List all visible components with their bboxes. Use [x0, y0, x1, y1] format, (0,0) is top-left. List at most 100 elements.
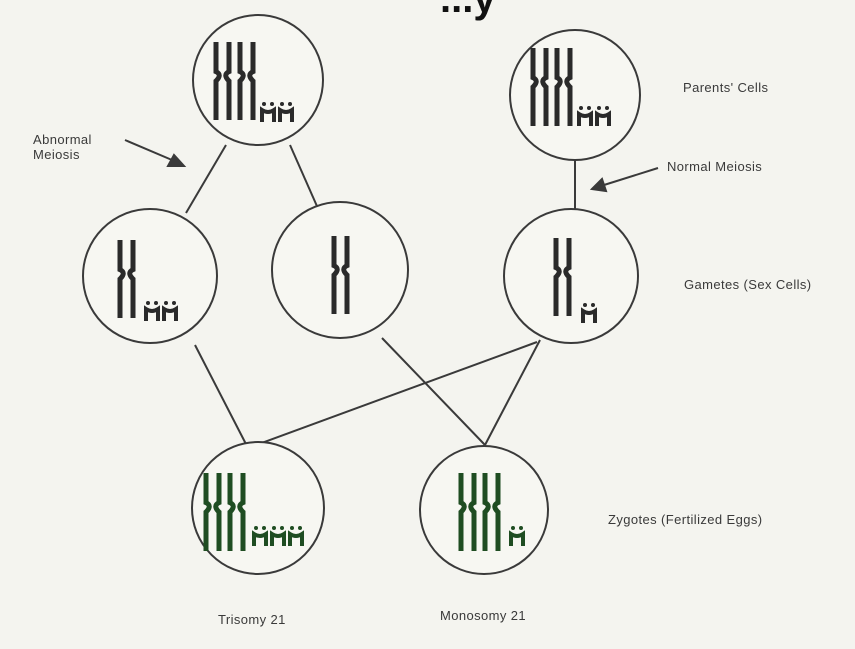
- parent-cell-right-chromosome-21-1: [577, 106, 593, 126]
- zygote-trisomy-cell-chromosome-21-2-satellite-a: [272, 526, 276, 530]
- parent-cell-left-chromosome-21-1-body: [260, 106, 276, 122]
- label-parents-cells: Parents' Cells: [683, 80, 769, 95]
- parent-cell-right-large-chromosome-2-chromatid-a: [554, 48, 563, 126]
- label-normal-meiosis: Normal Meiosis: [667, 159, 763, 174]
- parent-cell-left-chromosome-21-1-satellite-a: [262, 102, 266, 106]
- cropped-heading: ...y: [440, 0, 496, 21]
- zygote-monosomy-cell: [419, 445, 549, 575]
- gamete-cell-1-large-chromosome-1: [117, 240, 136, 318]
- zygote-monosomy-cell-large-chromosome-2-chromatid-a: [482, 473, 491, 551]
- parent-cell-right-chromosome-21-1-satellite-a: [579, 106, 583, 110]
- zygote-trisomy-cell-large-chromosome-2: [227, 473, 246, 551]
- gamete-cell-1-chromosome-21-1-satellite-a: [146, 301, 150, 305]
- arrow-head-normal: [589, 177, 608, 193]
- label-gametes: Gametes (Sex Cells): [684, 277, 812, 292]
- line-gamete-3-to-monosomy: [484, 339, 541, 446]
- gamete-cell-2: [271, 201, 409, 339]
- cells: [82, 14, 641, 575]
- gamete-cell-1-chromosome-21-1-satellite-b: [154, 301, 158, 305]
- zygote-monosomy-cell-chromosome-21-1-satellite-b: [519, 526, 523, 530]
- zygote-monosomy-cell-large-chromosome-1-chromatid-a: [458, 473, 467, 551]
- line-gamete-3-to-trisomy: [247, 341, 538, 449]
- parent-cell-right-chromosome-21-2: [595, 106, 611, 126]
- label-trisomy: Trisomy 21: [218, 612, 286, 627]
- parent-cell-right-chromosome-21-1-satellite-b: [587, 106, 591, 110]
- zygote-trisomy-cell-chromosome-21-1: [252, 526, 268, 546]
- gamete-cell-1-chromosome-21-2-satellite-b: [172, 301, 176, 305]
- parent-cell-left-chromosome-21-2-body: [278, 106, 294, 122]
- zygote-trisomy-cell-large-chromosome-2-chromatid-b: [237, 473, 246, 551]
- parent-cell-left-chromosome-21-1: [260, 102, 276, 122]
- zygote-trisomy-cell-chromosome-21-2-satellite-b: [280, 526, 284, 530]
- parent-cell-left-chromosome-21-2-satellite-b: [288, 102, 292, 106]
- parent-cell-left-large-chromosome-1: [213, 42, 232, 120]
- zygote-trisomy-cell-chromosome-21-2: [270, 526, 286, 546]
- parent-cell-right: [509, 29, 641, 161]
- gamete-cell-3-chromosome-21-1-satellite-a: [583, 303, 587, 307]
- zygote-monosomy-cell-large-chromosome-1: [458, 473, 477, 551]
- parent-cell-left-large-chromosome-1-chromatid-a: [213, 42, 222, 120]
- gamete-cell-3-chromosome-21-1-satellite-b: [591, 303, 595, 307]
- gamete-cell-2-large-chromosome-1-chromatid-b: [341, 236, 350, 314]
- parent-cell-right-large-chromosome-2-chromatid-b: [564, 48, 573, 126]
- parent-cell-right-large-chromosome-1-chromatid-a: [530, 48, 539, 126]
- zygote-trisomy-cell-large-chromosome-1: [203, 473, 222, 551]
- arrow-abnormal-meiosis: [124, 139, 173, 161]
- parent-cell-left-chromosome-21-2-satellite-a: [280, 102, 284, 106]
- gamete-cell-3-large-chromosome-1: [553, 238, 572, 316]
- zygote-trisomy-cell-large-chromosome-2-chromatid-a: [227, 473, 236, 551]
- parent-cell-left-membrane: [192, 14, 324, 146]
- label-monosomy: Monosomy 21: [440, 608, 527, 623]
- gamete-cell-1-chromosome-21-2: [162, 301, 178, 321]
- arrow-head-abnormal: [166, 153, 187, 167]
- parent-cell-left-chromosome-21-2: [278, 102, 294, 122]
- gamete-cell-3-chromosome-21-1-body: [581, 307, 597, 323]
- label-zygotes: Zygotes (Fertilized Eggs): [608, 512, 763, 527]
- gamete-cell-1: [82, 208, 218, 344]
- zygote-trisomy-cell-large-chromosome-1-chromatid-b: [213, 473, 222, 551]
- zygote-trisomy-cell-chromosome-21-3-satellite-a: [290, 526, 294, 530]
- label-abnormal-line2: Meiosis: [33, 147, 80, 162]
- zygote-monosomy-cell-chromosome-21-1: [509, 526, 525, 546]
- line-gamete-1-to-trisomy: [194, 344, 249, 449]
- connector-lines: [185, 144, 576, 449]
- gamete-cell-2-large-chromosome-1: [331, 236, 350, 314]
- gamete-cell-3-large-chromosome-1-chromatid-b: [563, 238, 572, 316]
- arrow-normal-meiosis: [603, 167, 659, 186]
- zygote-trisomy-cell-membrane: [191, 441, 325, 575]
- parent-cell-right-chromosome-21-2-body: [595, 110, 611, 126]
- gamete-cell-1-large-chromosome-1-chromatid-a: [117, 240, 126, 318]
- gamete-cell-1-large-chromosome-1-chromatid-b: [127, 240, 136, 318]
- zygote-monosomy-cell-large-chromosome-2: [482, 473, 501, 551]
- parent-cell-right-large-chromosome-1: [530, 48, 549, 126]
- zygote-monosomy-cell-large-chromosome-1-chromatid-b: [468, 473, 477, 551]
- zygote-trisomy-cell: [191, 441, 325, 575]
- line-parent-left-to-gamete-1: [185, 144, 227, 214]
- parent-cell-left-large-chromosome-2-chromatid-b: [247, 42, 256, 120]
- zygote-monosomy-cell-chromosome-21-1-body: [509, 530, 525, 546]
- zygote-trisomy-cell-chromosome-21-1-body: [252, 530, 268, 546]
- parent-cell-left-chromosome-21-1-satellite-b: [270, 102, 274, 106]
- gamete-cell-1-membrane: [82, 208, 218, 344]
- zygote-trisomy-cell-chromosome-21-3: [288, 526, 304, 546]
- label-abnormal: Abnormal Meiosis: [33, 132, 92, 162]
- parent-cell-left: [192, 14, 324, 146]
- parent-cell-right-chromosome-21-2-satellite-a: [597, 106, 601, 110]
- line-parent-left-to-gamete-2: [289, 144, 321, 214]
- label-abnormal-line1: Abnormal: [33, 132, 92, 147]
- parent-cell-left-large-chromosome-2-chromatid-a: [237, 42, 246, 120]
- zygote-trisomy-cell-large-chromosome-1-chromatid-a: [203, 473, 212, 551]
- gamete-cell-1-chromosome-21-2-body: [162, 305, 178, 321]
- gamete-cell-1-chromosome-21-1: [144, 301, 160, 321]
- gamete-cell-2-large-chromosome-1-chromatid-a: [331, 236, 340, 314]
- zygote-trisomy-cell-chromosome-21-1-satellite-a: [254, 526, 258, 530]
- gamete-cell-1-chromosome-21-2-satellite-a: [164, 301, 168, 305]
- zygote-trisomy-cell-chromosome-21-2-body: [270, 530, 286, 546]
- gamete-cell-3-chromosome-21-1: [581, 303, 597, 323]
- parent-cell-right-membrane: [509, 29, 641, 161]
- zygote-trisomy-cell-chromosome-21-1-satellite-b: [262, 526, 266, 530]
- zygote-monosomy-cell-chromosome-21-1-satellite-a: [511, 526, 515, 530]
- zygote-trisomy-cell-chromosome-21-3-body: [288, 530, 304, 546]
